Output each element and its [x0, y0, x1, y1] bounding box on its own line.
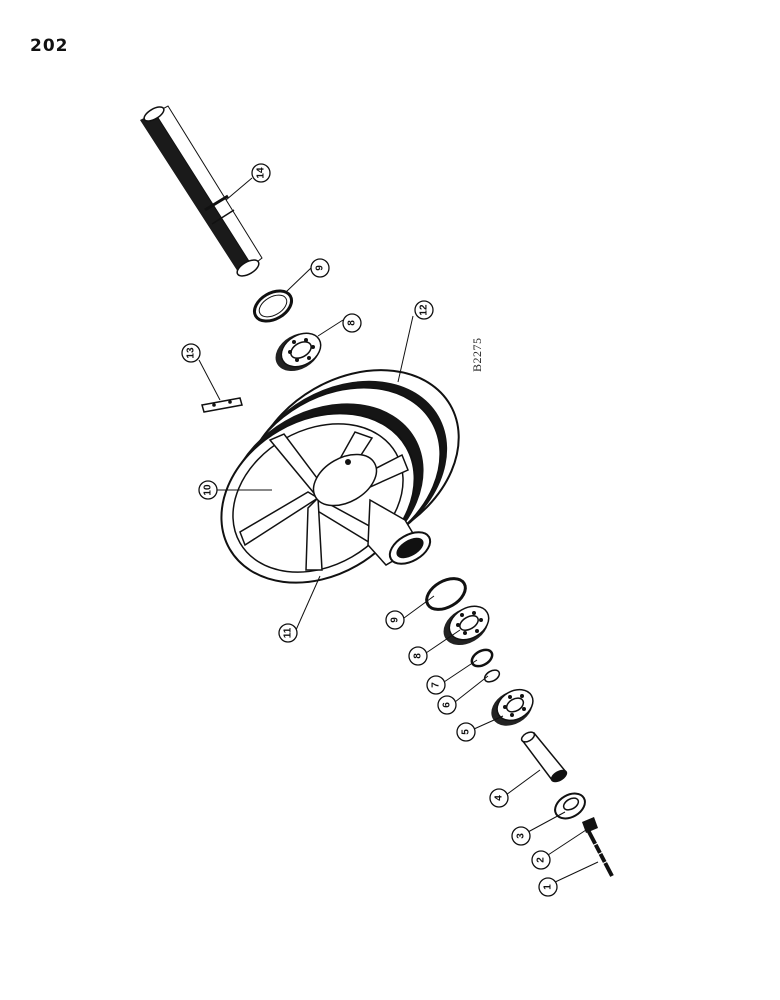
callout-8a: 8 [408, 646, 428, 666]
bearing-upper-part-8 [275, 332, 322, 371]
callout-circle [278, 623, 298, 643]
callout-9a: 9 [385, 610, 405, 630]
leader-lines [198, 177, 599, 884]
callout-4: 4 [489, 788, 509, 808]
callout-label: 9 [315, 265, 326, 271]
callout-circle [342, 313, 362, 333]
callout-label: 13 [186, 347, 197, 359]
callout-8b: 8 [342, 313, 362, 333]
callout-label: 8 [413, 653, 424, 659]
snap-ring-lower-part-9 [425, 577, 467, 611]
callout-6: 6 [437, 695, 457, 715]
callout-circle [437, 695, 457, 715]
callout-circle [456, 722, 476, 742]
callout-14: 14 [251, 163, 271, 183]
callout-1: 1 [538, 877, 558, 897]
callout-label: 6 [442, 702, 453, 708]
washer-part-3 [554, 792, 586, 820]
callout-circle [181, 343, 201, 363]
callout-label: 14 [256, 167, 267, 179]
callout-12: 12 [414, 300, 434, 320]
callout-13: 13 [181, 343, 201, 363]
callout-circle [251, 163, 271, 183]
callout-label: 10 [203, 484, 214, 496]
bearing-part-5 [491, 688, 534, 726]
snap-ring-upper-part-9 [253, 289, 293, 323]
bearing-lower-part-8 [443, 605, 490, 645]
callout-label: 9 [390, 617, 401, 623]
callout-circle [489, 788, 509, 808]
callout-2: 2 [531, 850, 551, 870]
ring-part-7 [470, 648, 494, 668]
callout-label: 11 [283, 627, 294, 638]
callout-label: 12 [419, 304, 430, 316]
callout-circle [531, 850, 551, 870]
callout-circle [538, 877, 558, 897]
callout-label: 4 [494, 795, 505, 801]
callout-circle [511, 826, 531, 846]
callout-circle [408, 646, 428, 666]
shaft-part-14 [140, 105, 263, 277]
callout-label: 7 [431, 682, 442, 688]
callout-11: 11 [278, 623, 298, 643]
callout-circle [385, 610, 405, 630]
callout-circle [198, 480, 218, 500]
washer-part-6 [483, 669, 501, 683]
callout-label: 8 [347, 320, 358, 326]
callout-9b: 9 [310, 258, 330, 278]
callout-label: 1 [543, 884, 554, 890]
callout-label: 5 [461, 729, 472, 735]
callout-5: 5 [456, 722, 476, 742]
sleeve-part-4 [520, 731, 568, 783]
callout-label: 2 [536, 857, 547, 863]
callout-7: 7 [426, 675, 446, 695]
callout-3: 3 [511, 826, 531, 846]
nut-part-2 [582, 817, 598, 833]
callout-10: 10 [198, 480, 218, 500]
callout-circle [310, 258, 330, 278]
callout-circle [426, 675, 446, 695]
roller-wheel-parts-10-11-12 [220, 369, 460, 584]
callout-label: 3 [516, 833, 527, 839]
callout-circle [414, 300, 434, 320]
page-number: 202 [30, 36, 69, 56]
threaded-rod-part-1 [586, 829, 614, 877]
plate-part-13 [201, 397, 243, 413]
